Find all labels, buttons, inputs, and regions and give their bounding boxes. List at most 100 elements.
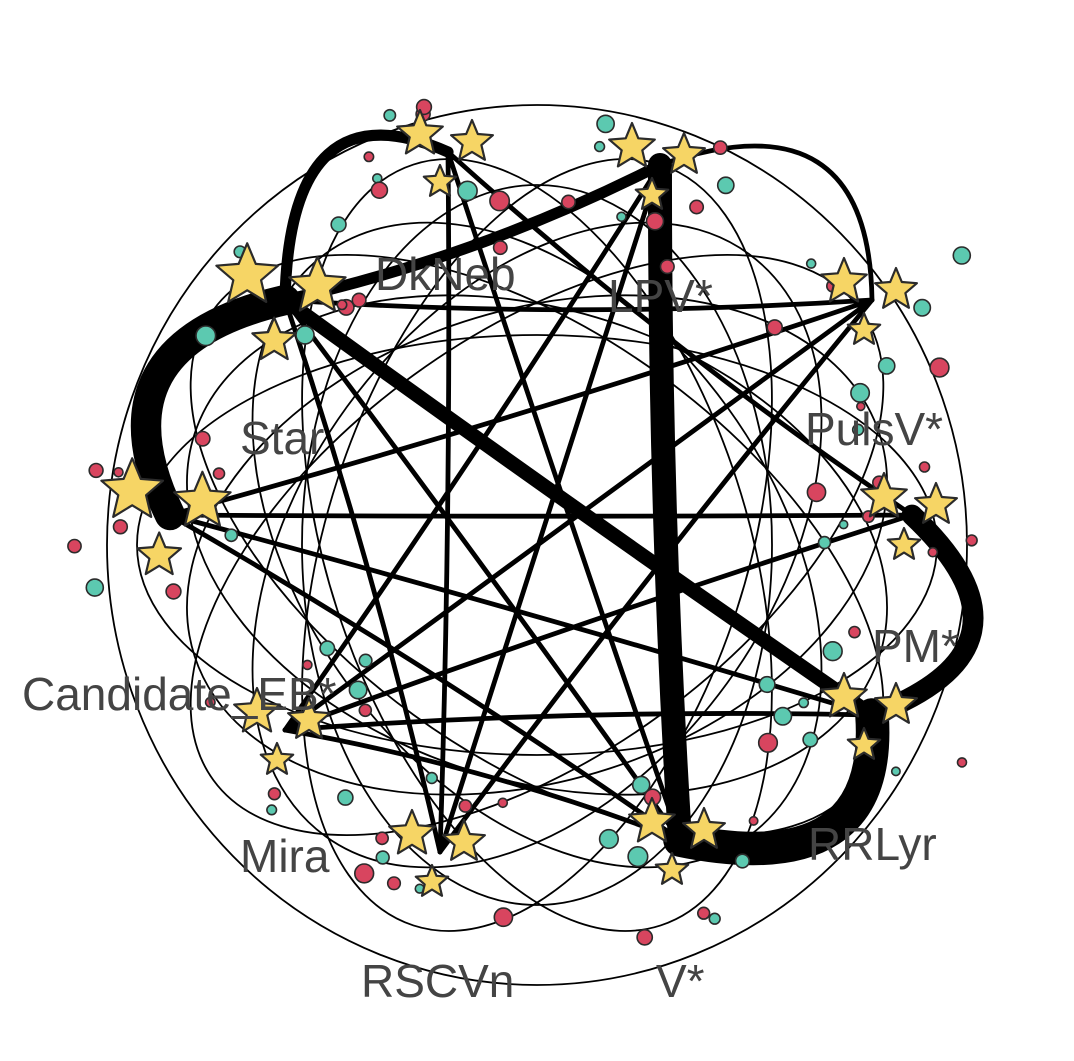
dot-marker — [489, 190, 511, 212]
dot-marker — [194, 430, 211, 447]
node-star-rscvn — [442, 818, 486, 861]
dot-marker — [425, 771, 438, 785]
node-star-lpv — [608, 121, 656, 168]
dot-marker — [358, 703, 373, 718]
node-star-star — [288, 255, 347, 312]
link-mira-lpv — [282, 162, 663, 733]
link-rrlyr-pm — [861, 504, 984, 726]
link-candidate-eb-star — [130, 284, 301, 531]
link-rscvn-star — [282, 297, 443, 855]
wire-ellipse — [251, 221, 823, 869]
dot-marker — [165, 583, 182, 600]
node-star-pulsv — [873, 266, 919, 309]
dot-marker — [877, 356, 896, 375]
link-star-rrlyr — [277, 292, 880, 723]
dot-marker — [593, 140, 606, 153]
dot-marker — [295, 325, 315, 345]
dot-marker — [330, 216, 347, 233]
dot-marker — [354, 863, 375, 884]
node-star-mira — [233, 686, 281, 733]
wire-ellipse — [301, 158, 773, 932]
dot-marker — [375, 831, 389, 846]
node-star-pm — [860, 471, 908, 518]
dot-marker — [336, 299, 348, 311]
dot-marker — [913, 298, 932, 317]
node-star-candidate-eb — [173, 470, 232, 527]
link-star-pulsv — [282, 297, 875, 313]
node-star-star — [251, 316, 298, 361]
link-pulsv-rscvn — [437, 297, 875, 855]
dot-marker — [212, 467, 226, 480]
dot-marker — [266, 804, 278, 816]
dot-marker — [319, 640, 336, 657]
node-label-dkneb: DkNeb — [375, 248, 516, 300]
dot-marker — [386, 876, 402, 891]
dot-marker — [918, 461, 931, 473]
link-star-lpv — [279, 159, 666, 306]
dot-marker — [659, 259, 675, 275]
link-lpv-pulsv — [657, 143, 875, 303]
node-star-dkneb — [422, 163, 458, 197]
dot-marker — [497, 797, 509, 809]
dot-marker — [67, 538, 82, 554]
dot-marker — [850, 382, 871, 403]
dot-marker — [224, 528, 239, 543]
dot-marker — [748, 815, 759, 826]
node-star-lpv — [634, 176, 670, 210]
dot-marker — [766, 319, 784, 336]
decorative-dots — [67, 98, 978, 946]
link-lpv-v — [647, 153, 692, 852]
node-star-dkneb — [396, 108, 444, 155]
nodes — [100, 108, 959, 897]
dot-marker — [337, 789, 354, 806]
node-star-rscvn — [414, 863, 450, 897]
dot-marker — [689, 199, 705, 215]
node-star-rrlyr — [873, 681, 919, 724]
dot-marker — [965, 534, 978, 547]
dot-marker — [712, 140, 728, 155]
dot-marker — [383, 108, 397, 122]
node-star-pulsv — [846, 311, 882, 345]
dot-marker — [560, 194, 576, 210]
dot-marker — [716, 176, 735, 195]
dot-marker — [773, 706, 793, 726]
dot-marker — [492, 240, 508, 256]
node-star-pm — [886, 526, 922, 560]
dot-marker — [708, 912, 721, 925]
wire-ellipse — [186, 294, 888, 796]
dot-marker — [267, 787, 282, 801]
dot-marker — [363, 151, 375, 163]
dot-marker — [927, 546, 939, 558]
node-star-pm — [913, 481, 959, 524]
node-star-rrlyr — [846, 726, 882, 760]
node-star-lpv — [661, 131, 707, 174]
node-star-star — [215, 242, 280, 303]
dot-marker — [88, 462, 104, 479]
dot-marker — [848, 625, 861, 639]
node-star-rrlyr — [820, 671, 868, 718]
node-star-mira — [287, 696, 331, 739]
node-label-mira: Mira — [240, 830, 330, 882]
link-rscvn-lpv — [437, 162, 663, 855]
node-star-candidate-eb — [136, 531, 183, 576]
dot-marker — [631, 775, 651, 795]
links — [130, 129, 984, 866]
node-star-rscvn — [388, 808, 436, 855]
dot-marker — [645, 212, 665, 231]
link-v-mira — [282, 727, 683, 843]
node-label-rrlyr: RRLyr — [808, 818, 937, 870]
link-star-v — [282, 297, 683, 843]
dot-marker — [636, 928, 654, 946]
dot-marker — [696, 906, 711, 920]
dot-marker — [822, 640, 843, 662]
dot-marker — [85, 578, 105, 597]
dot-marker — [805, 258, 817, 269]
dot-marker — [851, 423, 865, 436]
node-star-v — [681, 806, 727, 849]
node-star-dkneb — [450, 118, 494, 161]
dot-marker — [351, 292, 367, 308]
dot-marker — [627, 845, 649, 868]
dot-marker — [113, 466, 124, 478]
